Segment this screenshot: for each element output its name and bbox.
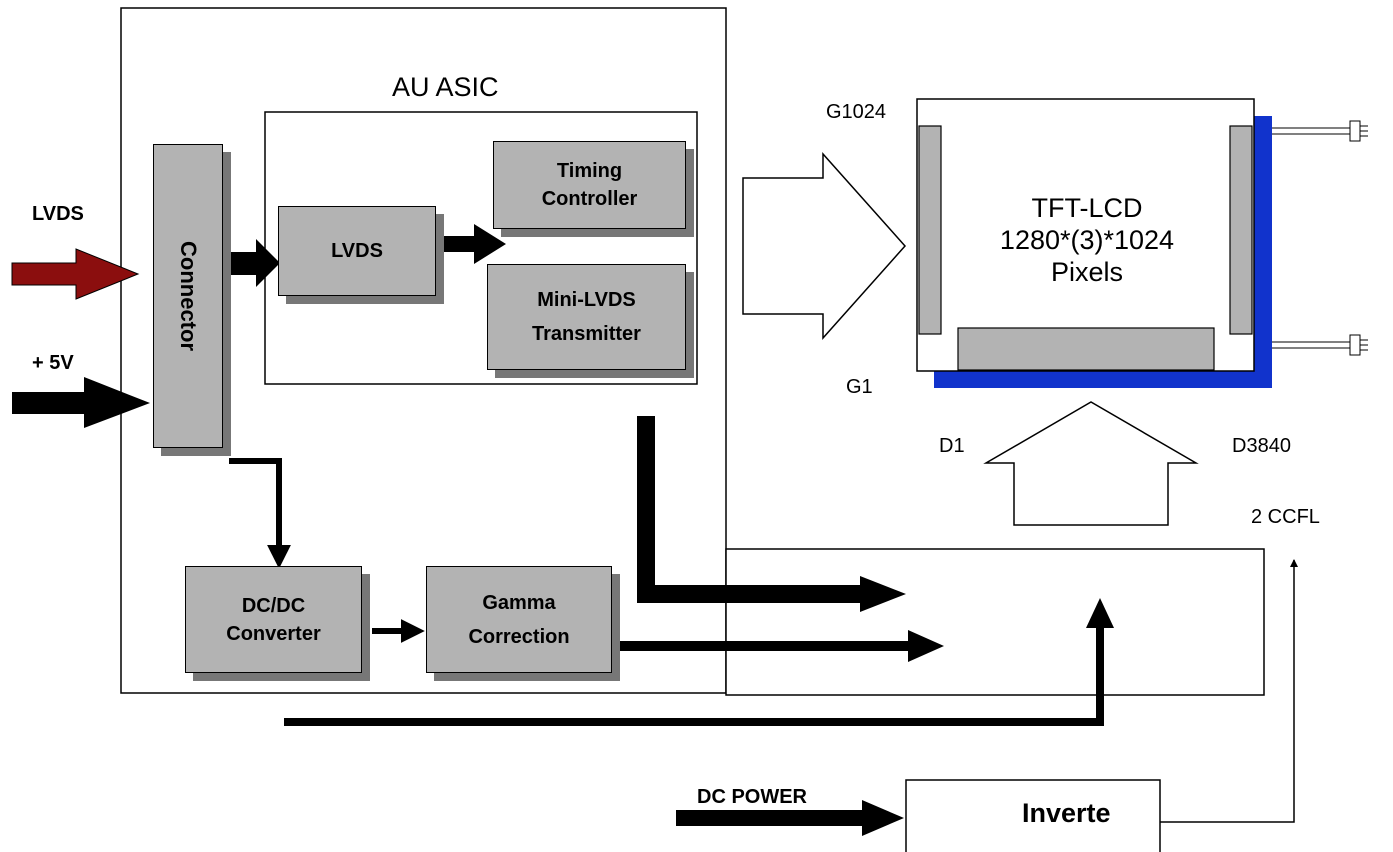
source-driver-arrow <box>983 401 1199 526</box>
timing-label-1: Timing <box>556 160 623 182</box>
tft-label-2: 1280*(3)*1024 <box>999 225 1175 255</box>
lvds-block-label: LVDS <box>331 240 383 262</box>
dcdc-label-2: Converter <box>226 622 321 645</box>
mini-lvds-block: Mini-LVDS Transmitter <box>487 264 686 370</box>
timing-label-2: Controller <box>541 188 638 210</box>
ccfl-connector-bottom <box>1272 334 1368 356</box>
ccfl-connector-top <box>1272 120 1368 142</box>
bottom-power-line <box>284 624 1104 726</box>
gamma-label-2: Correction <box>468 625 570 648</box>
dc-power-head <box>862 800 904 836</box>
dcdc-converter-block: DC/DC Converter <box>185 566 362 673</box>
mini-lvds-output-line <box>637 416 862 603</box>
source-driver-bottom <box>957 327 1215 371</box>
lvds-input-arrow <box>11 248 140 300</box>
inverter-label: Inverte <box>1022 798 1111 828</box>
mini-label-2: Transmitter <box>532 323 641 345</box>
tft-label-3: Pixels <box>1050 257 1124 287</box>
lvds-to-timing-arrow <box>442 224 506 264</box>
asic-title: AU ASIC <box>392 72 499 102</box>
mini-label-1: Mini-LVDS <box>537 289 636 311</box>
bottom-power-head <box>1086 598 1114 628</box>
mini-lvds-output-head <box>860 576 906 612</box>
connector-block <box>153 144 223 448</box>
inverter-box <box>905 779 1161 852</box>
dc-power-label: DC POWER <box>697 786 807 808</box>
d3840-label: D3840 <box>1232 435 1291 457</box>
d1-label: D1 <box>939 435 965 457</box>
plus5v-label: + 5V <box>32 352 74 374</box>
gamma-label-1: Gamma <box>482 591 556 614</box>
connector-to-lvds-arrow <box>230 239 280 287</box>
dcdc-label-1: DC/DC <box>241 594 306 617</box>
gate-driver-right <box>1229 125 1253 335</box>
gamma-output-head <box>908 630 944 662</box>
inverter-to-ccfl-line <box>1160 559 1298 823</box>
tft-label-1: TFT-LCD <box>1031 193 1143 223</box>
lvds-block: LVDS <box>278 206 436 296</box>
asic-outer-box <box>120 7 727 694</box>
ccfl-label: 2 CCFL <box>1251 506 1320 528</box>
power-input-arrow <box>12 377 150 428</box>
lvds-input-label: LVDS <box>32 203 84 225</box>
gate-driver-arrow <box>742 152 907 340</box>
connector-to-dcdc-line <box>229 458 291 569</box>
g1024-label: G1024 <box>826 101 887 123</box>
tft-label-block: TFT-LCD 1280*(3)*1024 Pixels <box>962 192 1212 288</box>
gamma-correction-block: Gamma Correction <box>426 566 612 673</box>
source-driver-box <box>725 548 1265 696</box>
tft-panel <box>916 98 1255 372</box>
connector-label: Connector <box>176 241 201 351</box>
gate-driver-left <box>918 125 942 335</box>
timing-controller-block: Timing Controller <box>493 141 686 229</box>
g1-label: G1 <box>846 376 873 398</box>
